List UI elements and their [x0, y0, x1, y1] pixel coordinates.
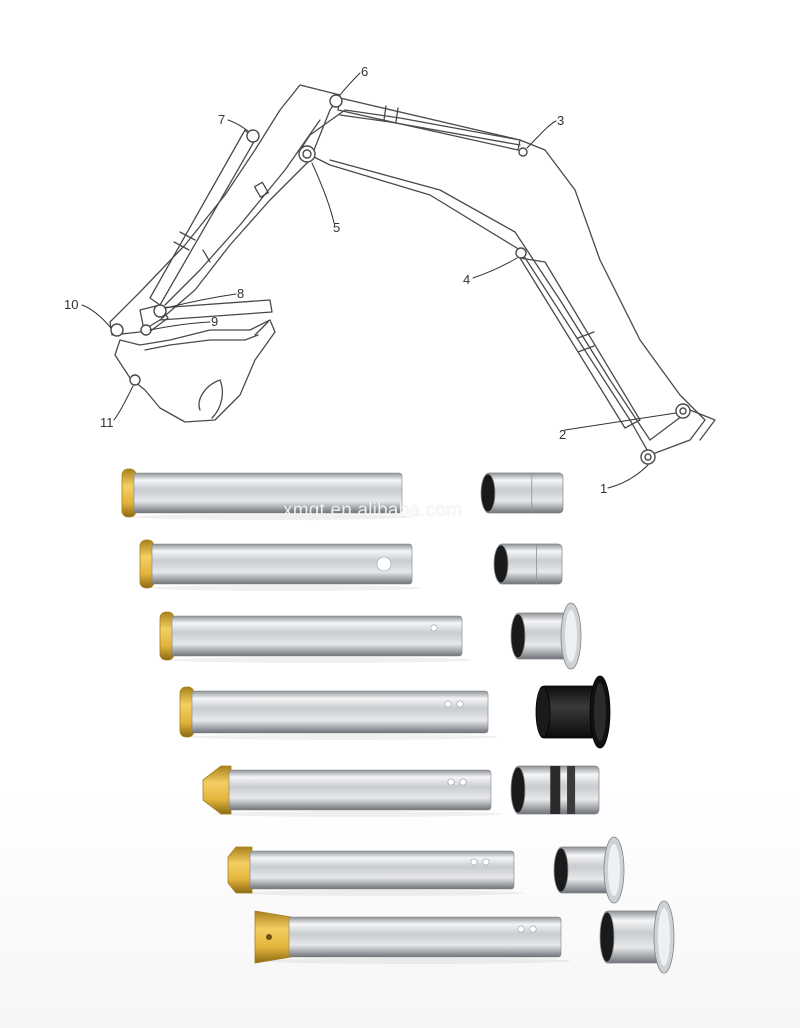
bucket-teeth [198, 379, 223, 419]
pin-5 [202, 765, 501, 817]
pins-and-bushings [121, 468, 675, 974]
pin-hole [459, 778, 467, 786]
excavator-arm-drawing: 1 2 3 4 5 6 7 8 9 10 11 [64, 64, 716, 496]
pin-hole [529, 925, 537, 933]
callout-labels: 1 2 3 4 5 6 7 8 9 10 11 [64, 64, 607, 496]
pin-3-icon [518, 147, 528, 157]
pin-3 [159, 611, 472, 663]
boom-inner-line [329, 159, 651, 441]
bushing-bore [510, 766, 526, 814]
callout-10: 10 [64, 297, 78, 312]
bushing-flange-face [565, 610, 577, 662]
bucket [114, 319, 276, 423]
arm-cylinder [337, 97, 521, 151]
callout-2: 2 [559, 427, 566, 442]
pin-2 [139, 539, 422, 591]
bucket-cylinder [149, 129, 256, 306]
bushing-bore [510, 613, 526, 659]
bushing-bore [535, 686, 551, 738]
callout-9: 9 [211, 314, 218, 329]
bushing-groove [567, 766, 576, 814]
boom-cylinder [519, 257, 641, 429]
callout-8: 8 [237, 286, 244, 301]
pin-4 [179, 686, 498, 740]
pin-shaft [171, 615, 463, 657]
pin-6 [227, 846, 524, 896]
pin-10-icon [110, 323, 124, 337]
pin-shaft [191, 690, 489, 734]
callout-3: 3 [557, 113, 564, 128]
callout-7: 7 [218, 112, 225, 127]
pin-shaft [151, 543, 413, 585]
callout-1: 1 [600, 481, 607, 496]
bucket-inner [144, 334, 259, 351]
pin-6-icon [329, 94, 343, 108]
bushing-body [484, 472, 564, 514]
pin-hole [376, 556, 392, 572]
pin-shaft [133, 472, 403, 514]
watermark-text: xmgt.en.alibaba.com [283, 500, 463, 521]
bushing-7 [599, 900, 675, 974]
bushing-bore [493, 544, 509, 584]
bushing-bore [599, 911, 615, 963]
callout-4: 4 [463, 272, 470, 287]
pin-locations [110, 94, 691, 465]
bushing-4 [535, 675, 611, 749]
callout-11: 11 [100, 415, 114, 430]
bushing-flange-face [594, 683, 606, 741]
pin-4-icon [515, 247, 527, 259]
bushing-3 [510, 602, 582, 670]
bushing-flange-face [658, 908, 670, 966]
background-floor [0, 790, 800, 1028]
pin-11-icon [129, 374, 141, 386]
arm-inner-line [164, 119, 321, 306]
arm-stick [109, 84, 341, 336]
pin-hole [470, 858, 478, 866]
pin-7-icon [246, 129, 260, 143]
bushing-6 [553, 836, 625, 904]
pin-hole [447, 778, 455, 786]
pin-shaft [228, 769, 492, 811]
pin-cone-head [254, 910, 292, 964]
bucket-link-rod [157, 299, 273, 321]
bushing-bore [553, 847, 569, 893]
boom [299, 109, 706, 456]
callout-6: 6 [361, 64, 368, 79]
pin-hole [444, 700, 452, 708]
pin-hole [517, 925, 525, 933]
pin-hole [430, 624, 438, 632]
bushing-bore [480, 473, 496, 513]
pin-hex-head [227, 846, 253, 894]
pin-hole [482, 858, 490, 866]
bushing-groove [550, 766, 561, 814]
pin-shaft [288, 916, 562, 958]
bushing-flange-face [608, 844, 620, 896]
pin-hole [456, 700, 464, 708]
callout-5: 5 [333, 220, 340, 235]
leader-lines [81, 72, 677, 489]
pin-shaft [249, 850, 515, 890]
pin-1 [121, 468, 412, 520]
bushing-1 [480, 472, 564, 514]
bushing-5 [510, 765, 600, 815]
pin-tapered-head [202, 765, 232, 815]
bushing-2 [493, 543, 563, 585]
pin-8-icon [153, 304, 167, 318]
pin-7 [254, 910, 571, 964]
boom-mount [649, 409, 716, 441]
